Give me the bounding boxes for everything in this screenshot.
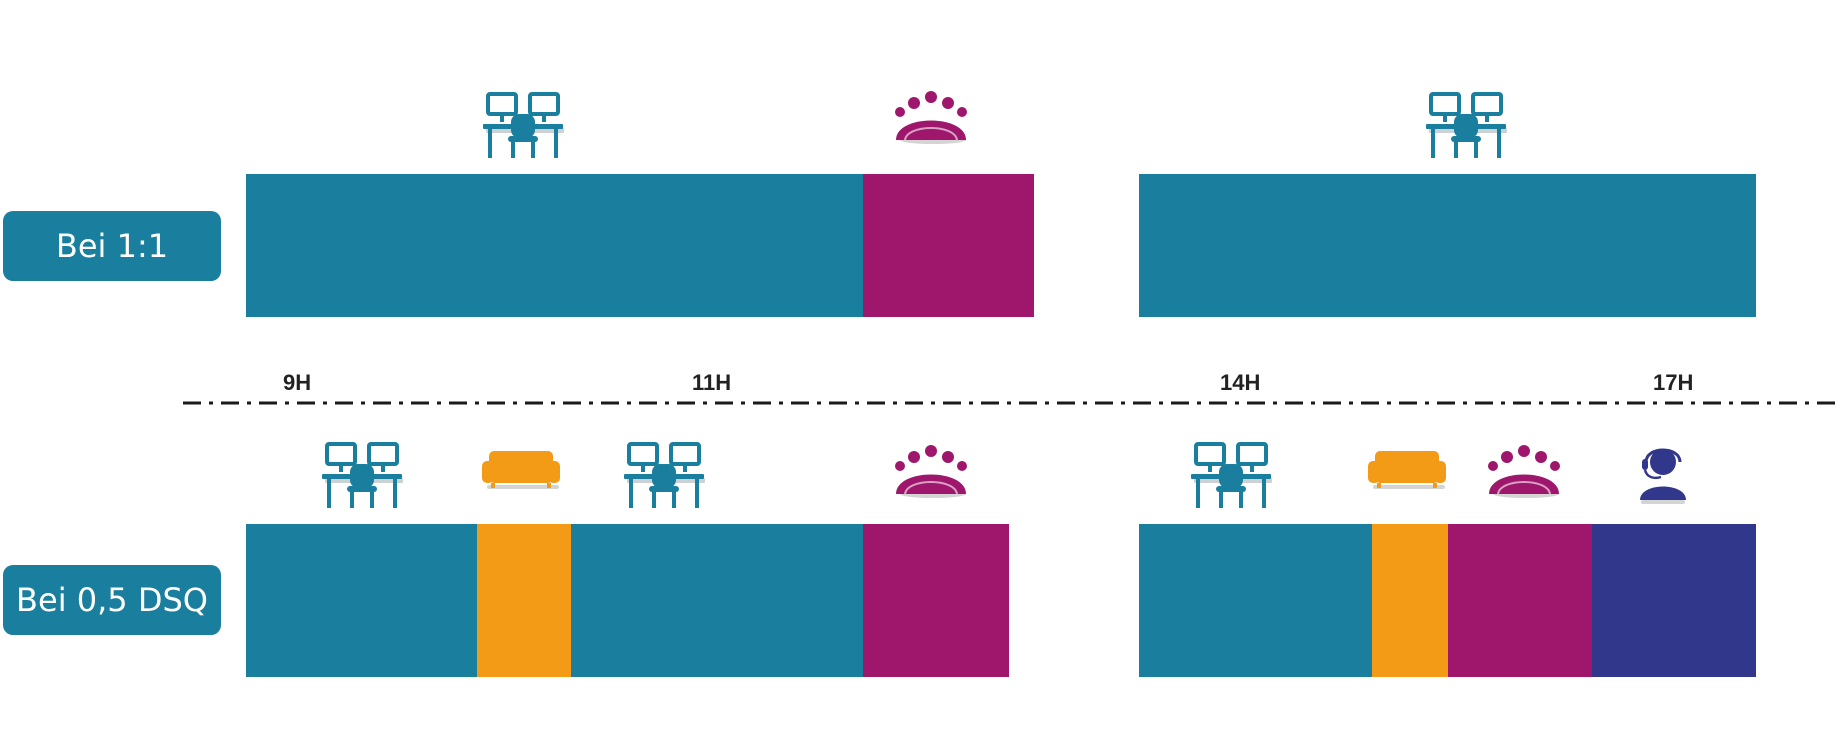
row2-break-segment-2	[1372, 524, 1448, 677]
meeting-group-icon	[1488, 445, 1560, 498]
row-label-half-dsq-text: Bei 0,5 DSQ	[16, 581, 208, 619]
sofa-icon	[482, 451, 560, 489]
desk-workstation-icon	[624, 442, 705, 508]
desk-workstation-icon	[483, 92, 564, 158]
headset-agent-icon	[1640, 448, 1686, 504]
row2-call-segment	[1592, 524, 1756, 677]
desk-workstation-icon	[1426, 92, 1507, 158]
row2-work-segment-1	[246, 524, 477, 677]
tick-17h: 17H	[1653, 370, 1694, 395]
row-label-half-dsq: Bei 0,5 DSQ	[3, 565, 221, 635]
meeting-group-icon	[895, 445, 967, 498]
meeting-group-icon	[895, 91, 967, 144]
row2-meeting-segment-2	[1448, 524, 1592, 677]
row1-work-segment-1	[246, 174, 863, 317]
row1-work-segment-2	[1139, 174, 1756, 317]
timeline-axis	[183, 401, 1840, 405]
desk-workstation-icon	[322, 442, 403, 508]
tick-11h: 11H	[692, 370, 732, 395]
sofa-icon	[1368, 451, 1446, 489]
tick-14h: 14H	[1220, 370, 1261, 395]
row2-work-segment-2	[571, 524, 863, 677]
row-label-1to1-text: Bei 1:1	[55, 227, 169, 265]
row2-meeting-segment-1	[863, 524, 1009, 677]
row-label-1to1: Bei 1:1	[3, 211, 221, 281]
row1-meeting-segment-1	[863, 174, 1034, 317]
row2-work-segment-3	[1139, 524, 1372, 677]
tick-9h: 9H	[283, 370, 312, 395]
row2-break-segment-1	[477, 524, 571, 677]
desk-workstation-icon	[1191, 442, 1272, 508]
